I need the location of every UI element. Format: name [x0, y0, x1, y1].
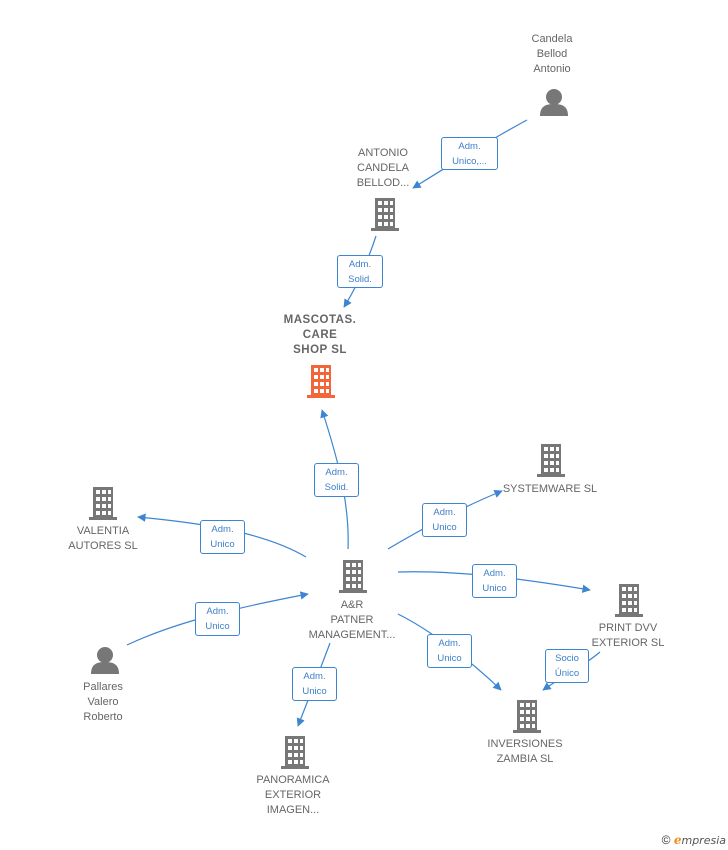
node-label-panoramica[interactable]: PANORAMICA EXTERIOR IMAGEN...: [256, 774, 330, 816]
edge-label-role: Socio Único: [545, 649, 589, 683]
node-label-anr[interactable]: A&R PATNER MANAGEMENT...: [308, 599, 396, 641]
brand-logo-e: e: [673, 833, 682, 847]
edge-label-role: Adm. Unico: [200, 520, 245, 554]
building-icon: [513, 700, 541, 733]
node-label-candela[interactable]: Candela Bellod Antonio: [531, 33, 573, 75]
building-icon: [339, 560, 367, 593]
node-label-pallares[interactable]: Pallares Valero Roberto: [83, 681, 123, 723]
building-icon-main: [307, 365, 335, 398]
node-label-systemware[interactable]: SYSTEMWARE SL: [502, 483, 598, 495]
edge-label-role: Adm. Unico: [292, 667, 337, 701]
node-label-print-dvv[interactable]: PRINT DVV EXTERIOR SL: [591, 622, 665, 649]
brand-logo-text: mpresia: [681, 834, 726, 847]
building-icon: [281, 736, 309, 769]
building-icon: [371, 198, 399, 231]
node-label-antonio-candela[interactable]: ANTONIO CANDELA BELLOD...: [356, 147, 410, 189]
node-label-valentia[interactable]: VALENTIA AUTORES SL: [68, 525, 138, 552]
edge-label-role: Adm. Solid.: [314, 463, 359, 497]
person-icon: [540, 89, 568, 116]
building-icon: [537, 444, 565, 477]
footer-brand: © empresia: [662, 833, 726, 847]
building-icon: [615, 584, 643, 617]
edge-label-role: Adm. Unico: [427, 634, 472, 668]
copyright-icon: ©: [661, 833, 671, 847]
edge-label-role: Adm. Unico: [422, 503, 467, 537]
building-icon: [89, 487, 117, 520]
person-icon: [91, 647, 119, 674]
node-label-mascotas[interactable]: MASCOTAS. CARE SHOP SL: [283, 314, 357, 356]
edge-label-role: Adm. Solid.: [337, 255, 383, 288]
edge-label-role: Adm. Unico,...: [441, 137, 498, 170]
edge-label-role: Adm. Unico: [472, 564, 517, 598]
node-label-inversiones[interactable]: INVERSIONES ZAMBIA SL: [487, 738, 563, 765]
edge-label-role: Adm. Unico: [195, 602, 240, 636]
